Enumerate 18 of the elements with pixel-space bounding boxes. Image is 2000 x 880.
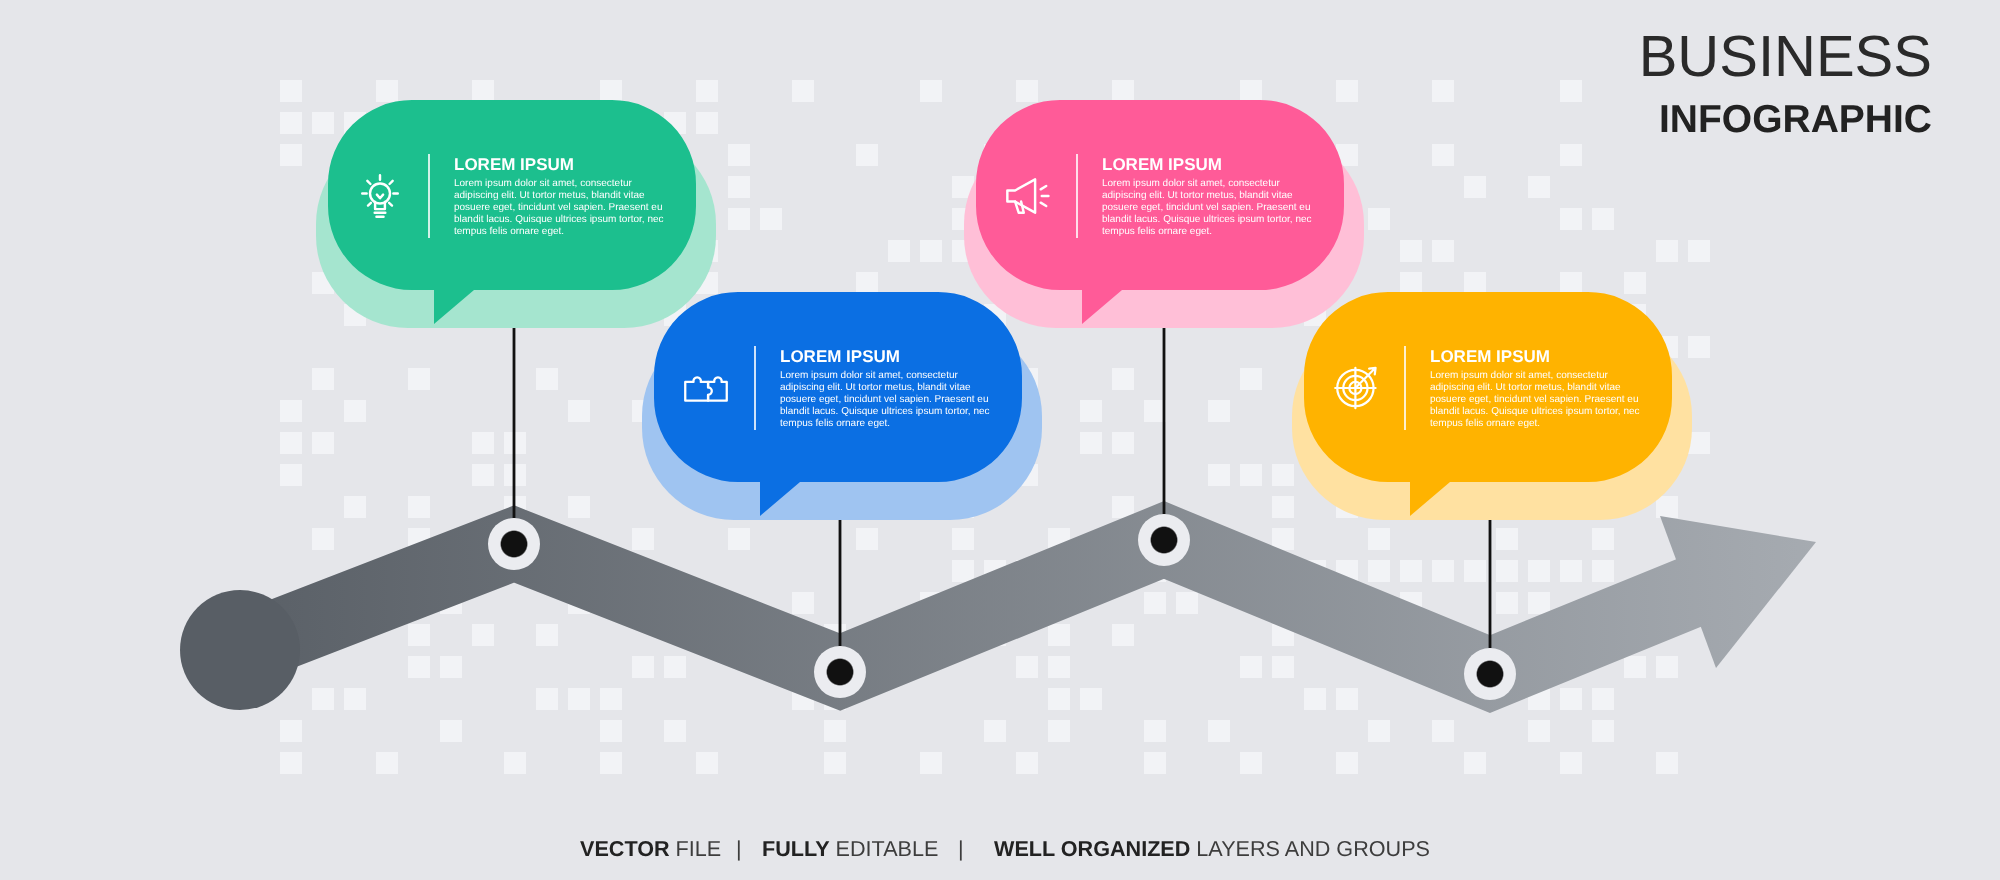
heading: LOREM IPSUM bbox=[780, 347, 900, 365]
speech-bubble bbox=[316, 100, 716, 328]
separator: | bbox=[736, 838, 742, 862]
leader-line bbox=[838, 520, 842, 646]
heading: LOREM IPSUM bbox=[1430, 347, 1550, 365]
leader-line bbox=[512, 328, 516, 518]
footer-text: VECTOR FILE bbox=[580, 838, 722, 862]
footer-text: WELL ORGANIZED LAYERS AND GROUPS bbox=[994, 838, 1430, 862]
leader-line bbox=[1488, 520, 1492, 648]
speech-bubble bbox=[964, 100, 1364, 328]
footer-text: FULLY EDITABLE bbox=[762, 838, 939, 862]
speech-bubble bbox=[1292, 292, 1692, 520]
speech-bubble bbox=[642, 292, 1042, 520]
leader-line bbox=[1162, 328, 1166, 514]
heading: LOREM IPSUM bbox=[454, 155, 574, 173]
heading: LOREM IPSUM bbox=[1102, 155, 1222, 173]
separator: | bbox=[958, 838, 964, 862]
title: BUSINESS INFOGRAPHIC bbox=[1638, 28, 1932, 140]
